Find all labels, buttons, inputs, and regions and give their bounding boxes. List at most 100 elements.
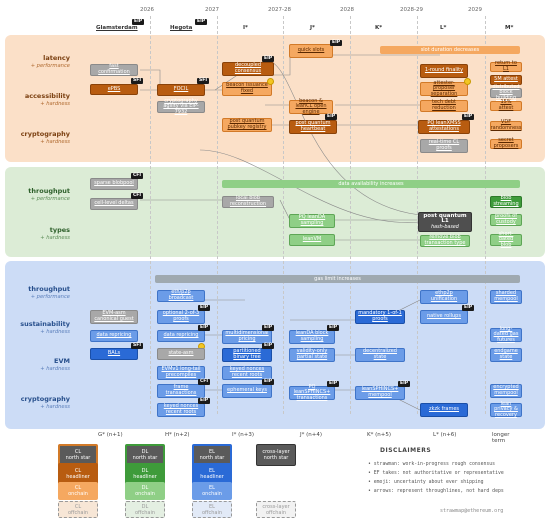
node-partitioned-tree[interactable]: partitioned binary tree — [222, 348, 272, 362]
cfi-badge: CFI — [198, 379, 211, 385]
eip-badge: EIP — [198, 398, 211, 404]
node-sparse-blobpool[interactable]: sparse blobpool — [90, 178, 138, 190]
node-realtime-cl-proofs[interactable]: real-time CL proofs — [420, 139, 468, 153]
node-cell-level-deltas[interactable]: cell-level deltas — [90, 198, 138, 210]
eip-badge: EIP — [198, 305, 211, 311]
node-secret-proposers[interactable]: secret proposers — [490, 138, 522, 149]
node-ephemeral-keys[interactable]: ephemeral keys — [222, 384, 272, 398]
node-data-repricing-2[interactable]: data repricing — [157, 330, 205, 342]
node-leanvm[interactable]: leanVM — [289, 234, 335, 246]
fork-label[interactable]: Glamsterdam — [96, 25, 138, 31]
eip-badge: EIP — [325, 114, 338, 120]
legend-text: DL onchain — [135, 485, 155, 497]
node-distributed-block[interactable]: distributed block building — [490, 84, 522, 101]
node-zkzk-frames[interactable]: zkzk frames — [420, 403, 468, 417]
node-pq-leanxmss[interactable]: PQ leanXMSS attestations — [418, 120, 470, 134]
node-pq-heartbeat[interactable]: post quantum heartbeat — [289, 120, 337, 134]
eip-badge: EIP — [330, 40, 343, 46]
node-evm-long-tail[interactable]: EVMv1 long-tail precompiles — [157, 366, 205, 380]
legend-text: CL offchain — [67, 503, 89, 516]
node-one-round-finality[interactable]: 1-round finality — [420, 64, 468, 78]
fork-label: M* — [505, 25, 514, 31]
row-label-throughput: throughput + performance — [2, 187, 70, 203]
node-pureth-tokens[interactable]: keyed nonces recent roots — [222, 366, 272, 380]
legend-cross-layer-offchain: cross-layer offchain — [256, 501, 296, 518]
node-pq-leansphincs[interactable]: PQ leanSPHINCS+ transactions — [289, 384, 335, 401]
node-beacon-leancl[interactable]: beacon & leanCL open engine — [289, 98, 333, 115]
node-state-asm[interactable]: state-asm — [157, 348, 205, 360]
node-validity-only[interactable]: validity-only partial state — [289, 348, 335, 362]
node-native-rollups[interactable]: native rollups — [420, 310, 468, 324]
node-lean-privacy[interactable]: lean privacy & recovery — [490, 401, 522, 418]
node-ethp2p-unification[interactable]: ethp2p unification — [420, 290, 468, 304]
node-local-blob[interactable]: local blob reconstruction — [222, 196, 274, 208]
node-beacon-issuance[interactable]: beacon issuance fixed — [222, 82, 272, 96]
node-multidimensional[interactable]: multidimensional pricing — [222, 330, 272, 344]
node-fast-confirmation[interactable]: fast confirmation — [90, 64, 138, 76]
node-crypto-agility[interactable]: cryptography agility via EIP-7932 — [157, 98, 205, 115]
legend-text: DL headliner — [133, 468, 157, 480]
node-focil[interactable]: FOCIL — [157, 84, 205, 96]
legend-dl-onchain: DL onchain — [125, 482, 165, 500]
legend-text: CL north star — [65, 449, 91, 461]
data-availability-bar: data availability increases — [222, 180, 520, 188]
node-optional-proofs[interactable]: optional 2-of-3 proofs — [157, 310, 205, 324]
row-subtitle: + performance — [30, 196, 70, 202]
node-sharded-mempool[interactable]: sharded mempool — [490, 290, 522, 304]
node-return-l1[interactable]: return to L1 — [490, 61, 522, 72]
fork-divider — [150, 16, 151, 414]
legend-text: DL north star — [132, 449, 158, 461]
node-endgame-state[interactable]: endgame state — [490, 348, 522, 362]
eip-badge: EIP — [462, 114, 475, 120]
row-title: cryptography — [20, 395, 70, 403]
row-subtitle: + hardness — [40, 139, 70, 145]
node-sm-attest[interactable]: 5M attest — [490, 75, 522, 85]
row-label-throughput-el: throughput + performance — [2, 285, 70, 301]
eip-badge: EIP — [132, 19, 145, 25]
node-blob-streaming[interactable]: blob streaming — [490, 196, 522, 208]
node-decoupled-consensus[interactable]: decoupled consensus — [222, 62, 274, 76]
eip-badge: EIP — [198, 325, 211, 331]
fork-index-label: I* (n+3) — [232, 432, 255, 438]
node-evm-asm[interactable]: EVM-asm canonical guest — [90, 310, 138, 324]
node-data-repricing[interactable]: data repricing — [90, 330, 138, 342]
node-vdf[interactable]: VDF randomness — [490, 119, 522, 131]
node-mandatory-proofs[interactable]: mandatory 1-of-1 proofs — [355, 310, 405, 324]
node-post-quantum-l1[interactable]: post quantum L1 hash-based — [418, 212, 472, 232]
node-proofs-custody[interactable]: proofs of custody — [490, 214, 522, 226]
legend-dl-headliner: DL headliner — [125, 463, 165, 485]
legend-text: DL offchain — [134, 503, 156, 516]
node-quick-slots[interactable]: quick slots — [289, 44, 333, 58]
node-short-dated-blob[interactable]: short-dated blob — [490, 231, 522, 248]
row-title: accessibility — [24, 92, 70, 100]
site-link[interactable]: strawmap@ethereum.org — [440, 508, 504, 514]
node-remove-blob-tx[interactable]: remove blob transaction type — [420, 235, 470, 247]
legend-el-offchain: EL offchain — [192, 501, 232, 518]
row-subtitle: + performance — [30, 294, 70, 300]
eip-badge: EIP — [195, 19, 208, 25]
fork-label: J* — [310, 25, 315, 31]
node-epbs[interactable]: ePBS — [90, 84, 138, 95]
fork-label[interactable]: Hegota — [170, 25, 193, 31]
node-tech-debt[interactable]: tech debt reduction — [420, 100, 468, 112]
node-frame-transactions[interactable]: frame transactions — [157, 384, 205, 398]
year-label: 2029 — [468, 7, 482, 13]
node-decentralized-state[interactable]: decentralized state — [355, 348, 405, 362]
node-attester-separation[interactable]: attester-proposer separation — [420, 80, 468, 97]
year-label: 2027-28 — [268, 7, 291, 13]
node-pq-leanda[interactable]: PQ leanDA sampling — [289, 214, 335, 228]
node-leanda-block[interactable]: leanDA block sampling — [289, 330, 335, 344]
node-fifteen-attest[interactable]: 15% attest — [490, 100, 522, 111]
node-eth-p2p-broadcast[interactable]: eth/p2p broadcast — [157, 290, 205, 302]
node-long-dated[interactable]: long-dated gas futures — [490, 326, 522, 343]
disclaimers-title: DISCLAIMERS — [380, 447, 432, 454]
slot-duration-bar: slot duration decreases — [380, 46, 520, 54]
uncertainty-emoji-icon — [464, 78, 471, 85]
node-pq-mempool[interactable]: leanSPHINCS+ mempool — [355, 386, 405, 400]
disclaimer-line: • EF takes: not authoritative or represe… — [368, 471, 504, 476]
node-encrypted-mempool[interactable]: encrypted mempool — [490, 384, 522, 398]
node-pq-pubkey-registry[interactable]: post quantum pubkey registry — [222, 118, 272, 132]
node-bals[interactable]: BALs — [90, 348, 138, 360]
fork-index-label: L* (n+6) — [433, 432, 457, 438]
node-keyed-nonces[interactable]: keyed nonces recent roots — [157, 403, 205, 417]
